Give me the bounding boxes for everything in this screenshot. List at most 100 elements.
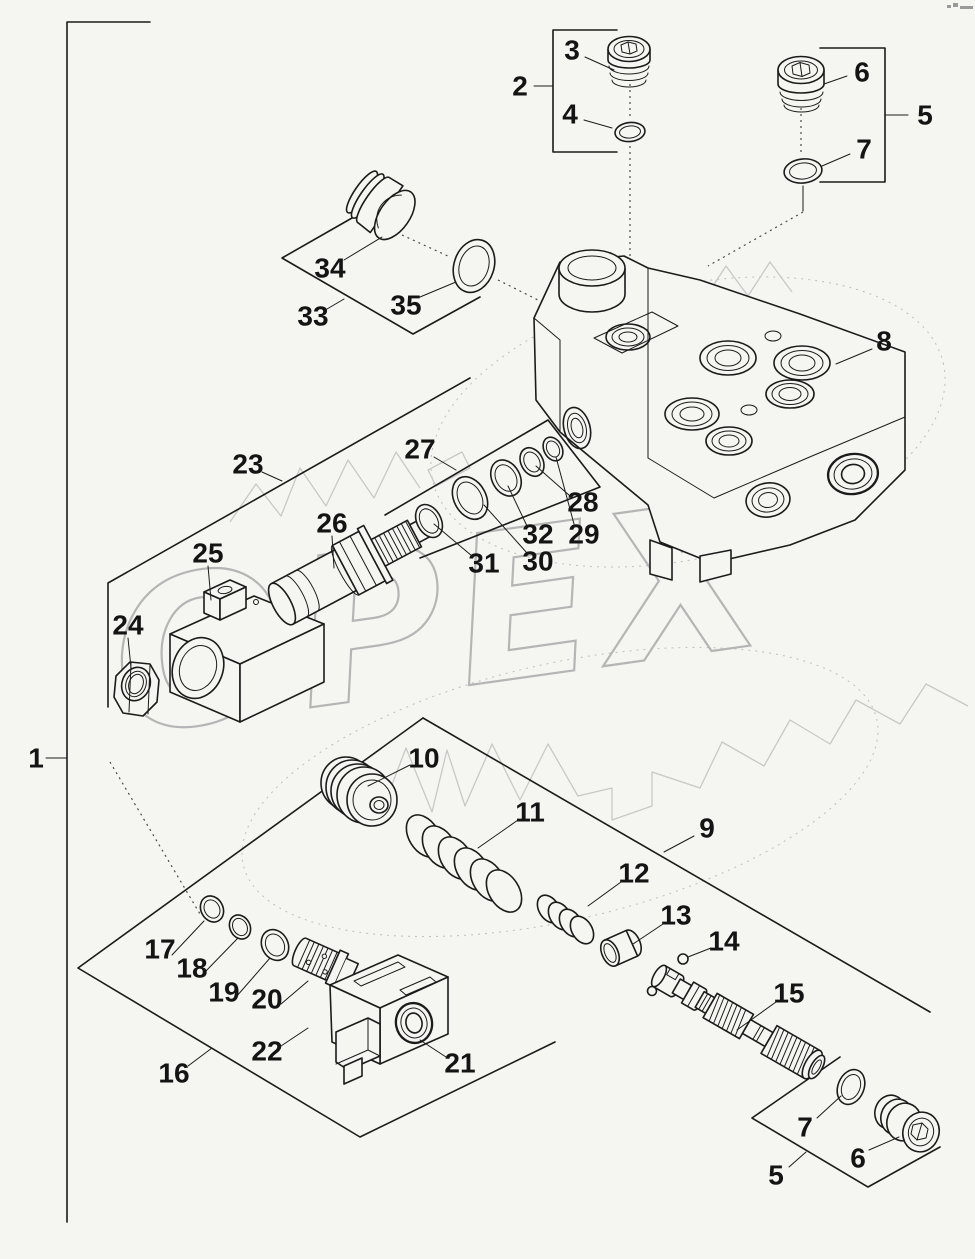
callout-27-26: 27	[404, 434, 435, 465]
valve-top-port-2	[699, 340, 757, 376]
callout-6-36: 6	[850, 1143, 866, 1174]
callout-25-24: 25	[192, 538, 223, 569]
part-25-solenoid-coil	[169, 579, 325, 723]
part-6-socket-plug-bottom	[873, 1094, 941, 1153]
assembly-axis-dotted-lines	[109, 84, 804, 915]
part-26-cartridge-valve	[267, 517, 437, 626]
valve-bolt-hole-2	[764, 330, 782, 342]
callout-23-22: 23	[232, 449, 263, 480]
coil-connector	[203, 579, 259, 621]
valve-front-port-1	[745, 482, 791, 518]
valve-mounting-foot-1	[649, 539, 673, 581]
callout-29-28: 29	[568, 519, 599, 550]
part-4-oring	[614, 121, 646, 143]
callout-26-25: 26	[316, 508, 347, 539]
bracket-part16	[77, 717, 556, 1138]
valve-left-port	[562, 406, 592, 450]
part-19-oring	[260, 928, 290, 962]
part-22-solenoid-valve	[329, 954, 449, 1085]
callout-35-34: 35	[390, 290, 421, 321]
watermark-zigzag-lower-band	[379, 683, 969, 821]
part-13-bushing	[599, 929, 642, 967]
bracket-part9-line	[422, 717, 931, 1013]
part-28-oring	[542, 436, 564, 462]
callout-30-29: 30	[522, 546, 553, 577]
valve-top-port-5	[664, 397, 720, 431]
callout-20-19: 20	[251, 984, 282, 1015]
part-7-oring-top	[783, 158, 823, 184]
valve-top-port-4	[765, 379, 815, 409]
callout-21-20: 21	[444, 1048, 475, 1079]
part-29-oring	[519, 446, 545, 478]
valve-top-port-3	[773, 345, 831, 381]
callout-3-2: 3	[564, 35, 580, 66]
watermark-dotted-oval-upper	[430, 276, 946, 568]
valve-front-port-2	[826, 452, 880, 496]
valve-top-slot	[353, 961, 406, 987]
bracket-part5-bottom	[751, 1056, 941, 1188]
callout-19-18: 19	[208, 977, 239, 1008]
part-21-port	[394, 1001, 434, 1045]
part-24-nut	[113, 661, 160, 717]
callout-14-13: 14	[708, 926, 740, 957]
callout-17-16: 17	[144, 934, 175, 965]
callout-16-15: 16	[158, 1058, 189, 1089]
hex-socket-icon	[620, 41, 638, 55]
part-32-oring	[489, 459, 523, 497]
part-12-spring	[536, 894, 595, 945]
watermark-dotted-oval-lower	[241, 646, 879, 938]
hex-socket-icon	[910, 1122, 929, 1141]
valve-top-port-6	[705, 426, 753, 456]
part-30-oring	[451, 475, 489, 521]
coil-bore	[171, 636, 225, 700]
callout-8-7: 8	[876, 326, 892, 357]
valve-top-port-1	[605, 323, 651, 351]
callout-13-12: 13	[660, 900, 691, 931]
callout-11-10: 11	[515, 797, 545, 828]
bracket-part27	[384, 419, 601, 559]
valve-side-slot	[399, 976, 437, 996]
callout-18-17: 18	[176, 953, 207, 984]
part-35-oring	[452, 238, 496, 294]
valve-mounting-foot-2	[699, 549, 732, 583]
callout-12-11: 12	[618, 858, 649, 889]
corner-micro-mark	[947, 3, 973, 9]
group-brackets	[66, 21, 941, 1223]
valve-connector	[335, 1017, 381, 1085]
part-18-oring	[228, 914, 252, 940]
part-15-spool	[650, 964, 826, 1080]
bracket-part5-top	[819, 47, 886, 183]
callout-33-32: 33	[297, 301, 328, 332]
part-6-socket-plug-top	[777, 55, 825, 113]
callout-34-33: 34	[314, 253, 346, 284]
hex-socket-icon	[791, 62, 811, 77]
part-8-valve-body	[533, 249, 906, 583]
callout-15-14: 15	[773, 978, 804, 1009]
callout-leader-lines	[45, 56, 909, 1168]
watermark-zigzag-notch	[427, 451, 471, 487]
part-34-plug	[345, 170, 416, 241]
callout-6-5: 6	[854, 57, 870, 88]
part-7-oring-bottom	[836, 1068, 866, 1106]
part-17-oring	[199, 895, 225, 923]
callout-5-35: 5	[768, 1160, 784, 1191]
callout-9-8: 9	[699, 813, 715, 844]
frame-bracket-part1	[66, 21, 151, 1223]
bracket-part33	[281, 217, 481, 335]
part-31-oring	[414, 503, 444, 539]
callout-10-9: 10	[408, 743, 439, 774]
callout-31-30: 31	[468, 548, 499, 579]
bracket-part2	[552, 29, 618, 153]
valve-bolt-hole-1	[740, 404, 758, 416]
callout-5-4: 5	[917, 100, 933, 131]
callout-7-6: 7	[856, 134, 872, 165]
callout-4-3: 4	[562, 99, 578, 130]
callout-32-31: 32	[522, 519, 553, 550]
callout-2-1: 2	[512, 71, 528, 102]
part-10-plug	[320, 756, 398, 827]
callout-22-21: 22	[251, 1036, 282, 1067]
part-14-ball	[677, 953, 689, 965]
